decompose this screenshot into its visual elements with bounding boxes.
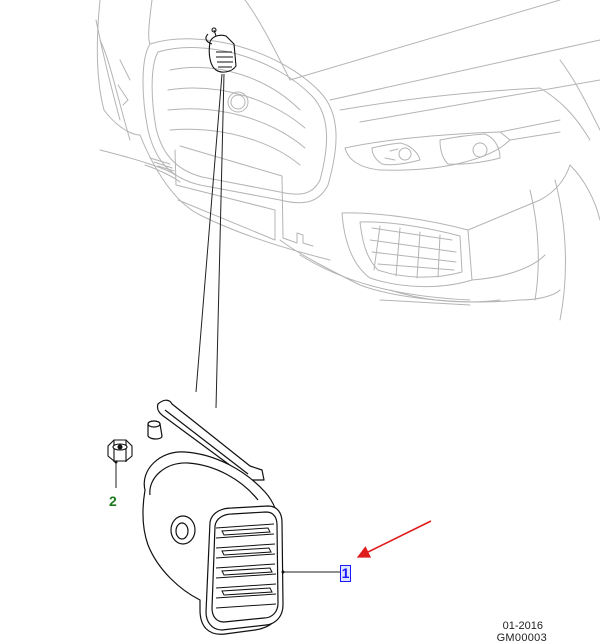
horn-location-icon [205,27,237,73]
pointer-arrow [356,520,432,558]
horn-assembly-icon [142,399,284,635]
diagram-code: GM00003 [496,632,547,644]
callout-1[interactable]: 1 [340,565,351,582]
callout-2[interactable]: 2 [109,493,117,509]
vehicle-front-illustration [95,0,600,321]
nut-icon [107,439,133,462]
leader-lines [195,73,225,409]
horn-grille-slats [215,523,277,609]
diagram-date: 01-2016 [502,620,543,632]
